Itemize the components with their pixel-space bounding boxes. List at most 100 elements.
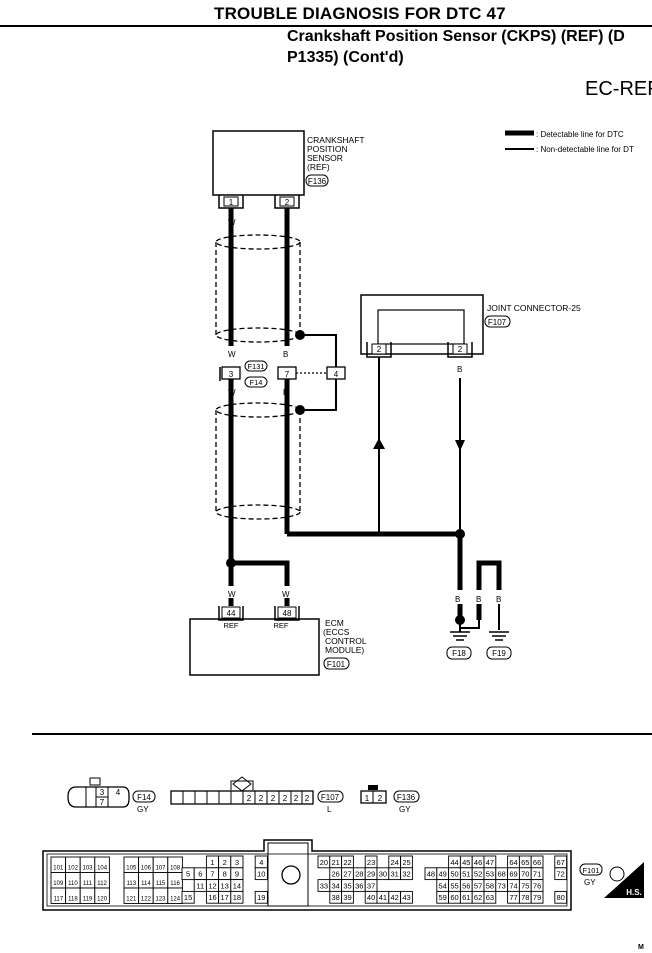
ecm-cavity-72-label: 72 <box>557 870 565 879</box>
wire-label-b-2: B <box>283 350 288 359</box>
ecm-cavity-20-label: 20 <box>320 858 328 867</box>
ecm-cavity-122-label: 122 <box>141 897 152 903</box>
ecm-cavity-37-label: 37 <box>367 881 375 890</box>
ecm-cavity-62-label: 62 <box>474 893 482 902</box>
sensor-label-3: SENSOR <box>307 153 343 163</box>
ecm-cavity-64-label: 64 <box>509 858 517 867</box>
ecm-label-3: CONTROL <box>325 636 367 646</box>
ecm-cavity-74-label: 74 <box>509 881 517 890</box>
ecm-cavity-66-label: 66 <box>533 858 541 867</box>
page-marker: M <box>638 944 644 951</box>
svg-text:B: B <box>476 595 481 604</box>
ecm-cavity-4-label: 4 <box>259 858 263 867</box>
ecm-cavity-79 <box>530 890 544 904</box>
ecm-cavity-111-label: 111 <box>83 881 93 887</box>
sensor-label-4: (REF) <box>307 162 330 172</box>
ecm-cavity-24-label: 24 <box>391 858 399 867</box>
ecm-cavity-65-label: 65 <box>521 858 529 867</box>
ecm-cavity-80 <box>554 890 568 904</box>
ecm-label-2: (ECCS <box>323 627 350 637</box>
section-divider <box>32 733 652 735</box>
view-f107-color: L <box>327 805 332 814</box>
ground-f18-id: F18 <box>452 649 466 658</box>
ecm-cavity-67-label: 67 <box>557 858 565 867</box>
ecm-cavity-15 <box>181 890 195 904</box>
ecm-cavity-116-label: 116 <box>170 881 180 887</box>
ecm-cavity-41-label: 41 <box>379 893 387 902</box>
ecm-cavity-70-label: 70 <box>521 870 529 879</box>
svg-text:B: B <box>496 595 501 604</box>
svg-text:B: B <box>455 595 460 604</box>
ecm-cavity-25-label: 25 <box>402 858 410 867</box>
ecm-cavity-112-label: 112 <box>97 881 107 887</box>
ecm-cavity-71-label: 71 <box>533 870 541 879</box>
ecm-cavity-63 <box>483 890 497 904</box>
ecm-cavity-56-label: 56 <box>462 881 470 890</box>
legend-detectable-label: : Detectable line for DTC <box>536 130 624 139</box>
wire-label-w-4: W <box>228 590 236 599</box>
ecm-cavity-118-label: 118 <box>68 897 78 903</box>
ecm-cavity-16-label: 16 <box>208 893 216 902</box>
ecm-cavity-69-label: 69 <box>509 870 517 879</box>
sensor-connector-id: F136 <box>308 177 327 186</box>
ecm-pin-44-label: REF <box>224 621 239 630</box>
ecm-cavity-2-label: 2 <box>223 858 227 867</box>
ecm-cavity-76-label: 76 <box>533 881 541 890</box>
middle-pin-3: 3 <box>229 370 234 379</box>
ground-f18: B B B F18 <box>446 595 501 660</box>
ecm-cavity-11-label: 11 <box>196 881 204 890</box>
sensor-box <box>212 130 305 196</box>
ecm-cavity-105-label: 105 <box>126 866 137 872</box>
connector-view-f136: 1 2 F136 GY <box>360 785 420 814</box>
ecm-cavity-60-label: 60 <box>450 893 458 902</box>
ecm-cavity-109-label: 109 <box>53 881 64 887</box>
ecm-cavity-79-label: 79 <box>533 893 541 902</box>
ecm-pin-48-label: REF <box>274 621 289 630</box>
ecm-cavity-61-label: 61 <box>462 893 470 902</box>
ecm-cavity-103-label: 103 <box>82 866 93 872</box>
sensor-pin-1-label: 1 <box>229 198 234 207</box>
svg-text:7: 7 <box>100 798 105 807</box>
middle-pin-7: 7 <box>285 370 290 379</box>
svg-text:2: 2 <box>247 794 252 803</box>
ecm-cavity-77-label: 77 <box>509 893 517 902</box>
ecm-cavity-18 <box>230 890 244 904</box>
section-code: EC-REF <box>585 78 652 100</box>
ecm-cavity-54-label: 54 <box>439 881 447 890</box>
ecm-cavity-53-label: 53 <box>486 870 494 879</box>
ecm-cavity-17-label: 17 <box>221 893 229 902</box>
middle-connector-bottom-id: F14 <box>250 378 263 387</box>
joint-connector-label: JOINT CONNECTOR-25 <box>487 303 581 313</box>
ecm-connector-id: F101 <box>327 660 346 669</box>
signal-arrow-up <box>373 438 385 449</box>
page-title: TROUBLE DIAGNOSIS FOR DTC 47 <box>214 4 506 23</box>
ecm-cavity-23-label: 23 <box>367 858 375 867</box>
svg-text:2: 2 <box>283 794 288 803</box>
ecm-cavity-72 <box>554 867 568 881</box>
page-subtitle-line-2: P1335) (Cont'd) <box>287 49 404 66</box>
title-rule <box>0 25 652 27</box>
ecm-label-1: ECM <box>325 618 344 628</box>
ecm-cavity-42-label: 42 <box>391 893 399 902</box>
ecm-cavity-47-label: 47 <box>486 858 494 867</box>
ecm-cavity-35-label: 35 <box>343 881 351 890</box>
connector-view-f107: 2 2 2 2 2 2 F107 L <box>170 776 344 814</box>
hs-badge-label: H.S. <box>626 888 642 897</box>
view-ecm-color: GY <box>584 878 596 887</box>
ecm-cavity-78-label: 78 <box>521 893 529 902</box>
ecm-cavity-40-label: 40 <box>367 893 375 902</box>
ecm-cavity-49-label: 49 <box>439 870 447 879</box>
view-f136-id: F136 <box>397 793 416 802</box>
ecm-cavity-27-label: 27 <box>343 870 351 879</box>
page-subtitle-line-1: Crankshaft Position Sensor (CKPS) (REF) … <box>287 28 625 45</box>
ecm-cavity-29-label: 29 <box>367 870 375 879</box>
svg-text:2: 2 <box>294 794 299 803</box>
ground-f19-id: F19 <box>492 649 506 658</box>
ecm-cavity-46-label: 46 <box>474 858 482 867</box>
ecm-cavity-45-label: 45 <box>462 858 470 867</box>
ecm-cavity-6-label: 6 <box>198 870 202 879</box>
ecm-cavity-38-label: 38 <box>332 893 340 902</box>
